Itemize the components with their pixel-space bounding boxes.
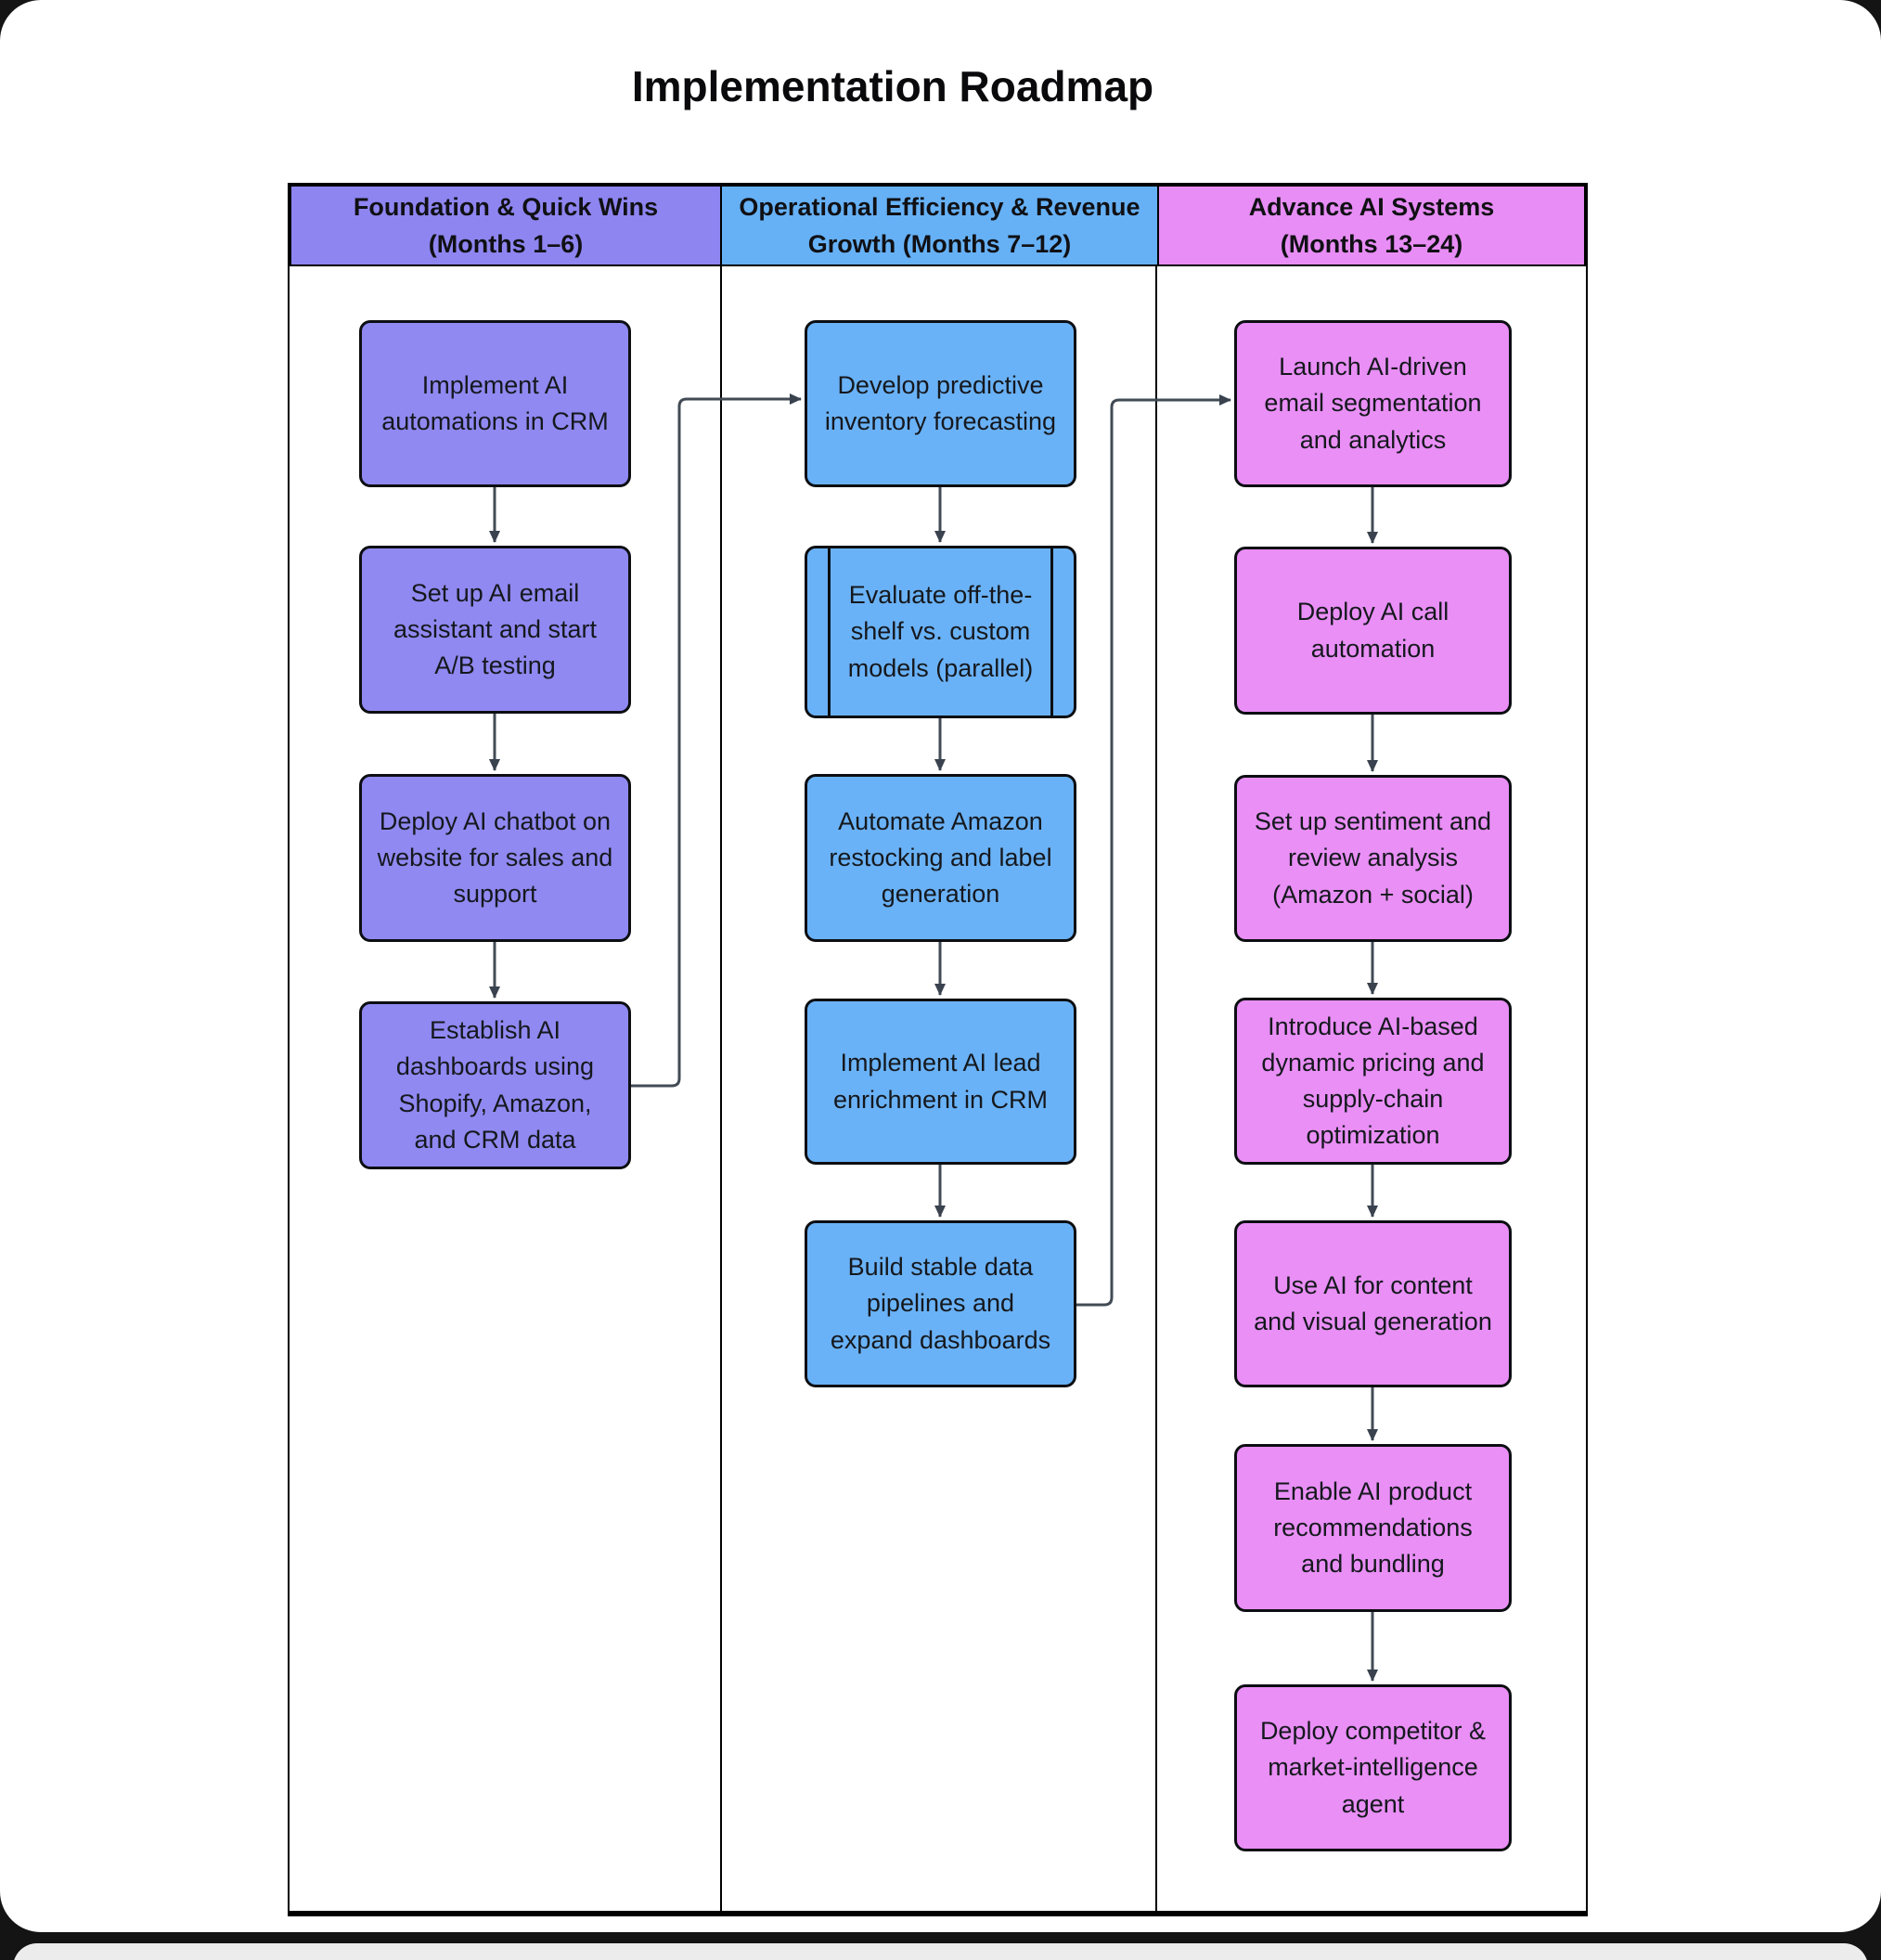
flow-node-label: Implement AI lead enrichment in CRM [832,1049,1049,1114]
lane-header-line1: Operational Efficiency & Revenue [739,192,1140,221]
flow-node-label: Develop predictive inventory forecasting [824,370,1057,435]
flow-node: Set up sentiment and review analysis (Am… [1234,775,1512,942]
flow-node: Establish AI dashboards using Shopify, A… [359,1001,631,1169]
flow-node-label: Deploy AI chatbot on website for sales a… [377,806,613,909]
roadmap-diagram: Foundation & Quick Wins (Months 1–6) Ope… [288,183,1588,1916]
flow-node: Enable AI product recommendations and bu… [1234,1444,1512,1612]
flow-node-label: Use AI for content and visual generation [1254,1270,1492,1335]
flow-node: Deploy AI call automation [1234,547,1512,715]
lane-header-line2: (Months 1–6) [428,230,584,258]
flow-node-label: Set up sentiment and review analysis (Am… [1254,807,1492,909]
flow-node: Set up AI email assistant and start A/B … [359,546,631,714]
flow-node-label: Enable AI product recommendations and bu… [1273,1476,1473,1579]
lane-header-line2: (Months 13–24) [1280,230,1463,258]
lane-header-advance-ai: Advance AI Systems (Months 13–24) [1157,185,1586,266]
bottom-bar [13,1943,1868,1960]
lane-header-line1: Foundation & Quick Wins [353,192,659,221]
flow-node: Build stable data pipelines and expand d… [805,1220,1076,1387]
flow-node: Use AI for content and visual generation [1234,1220,1512,1387]
page-title: Implementation Roadmap [631,62,1154,110]
lane-divider [1155,185,1157,1911]
flow-node: Launch AI-driven email segmentation and … [1234,320,1512,487]
subroutine-bar-left [828,548,831,716]
lane-divider [720,185,722,1911]
flow-node-label: Deploy AI call automation [1296,598,1449,663]
subroutine-bar-right [1050,548,1053,716]
flow-node: Deploy AI chatbot on website for sales a… [359,774,631,942]
flow-node: Implement AI lead enrichment in CRM [805,999,1076,1165]
flow-node-label: Establish AI dashboards using Shopify, A… [395,1016,595,1154]
flow-node-subroutine: Evaluate off-the-shelf vs. custom models… [805,546,1076,718]
flow-node: Implement AI automations in CRM [359,320,631,487]
flow-node-label: Launch AI-driven email segmentation and … [1264,353,1482,454]
lane-header-operational: Operational Efficiency & Revenue Growth … [720,185,1159,266]
flow-node-label: Evaluate off-the-shelf vs. custom models… [847,581,1034,682]
lane-header-line1: Advance AI Systems [1248,192,1495,221]
lane-header-foundation: Foundation & Quick Wins (Months 1–6) [290,185,722,266]
flow-node: Deploy competitor & market-intelligence … [1234,1684,1512,1851]
flow-node-label: Set up AI email assistant and start A/B … [393,578,598,680]
flow-node: Introduce AI-based dynamic pricing and s… [1234,998,1512,1165]
flow-node: Develop predictive inventory forecasting [805,320,1076,487]
lane-header-line2: Growth (Months 7–12) [807,230,1072,258]
flow-node-label: Introduce AI-based dynamic pricing and s… [1261,1012,1485,1150]
flow-node-label: Implement AI automations in CRM [381,370,609,435]
flow-node: Automate Amazon restocking and label gen… [805,774,1076,942]
flow-node-label: Deploy competitor & market-intelligence … [1259,1717,1487,1818]
flow-node-label: Automate Amazon restocking and label gen… [829,806,1052,909]
flow-node-label: Build stable data pipelines and expand d… [830,1253,1051,1354]
